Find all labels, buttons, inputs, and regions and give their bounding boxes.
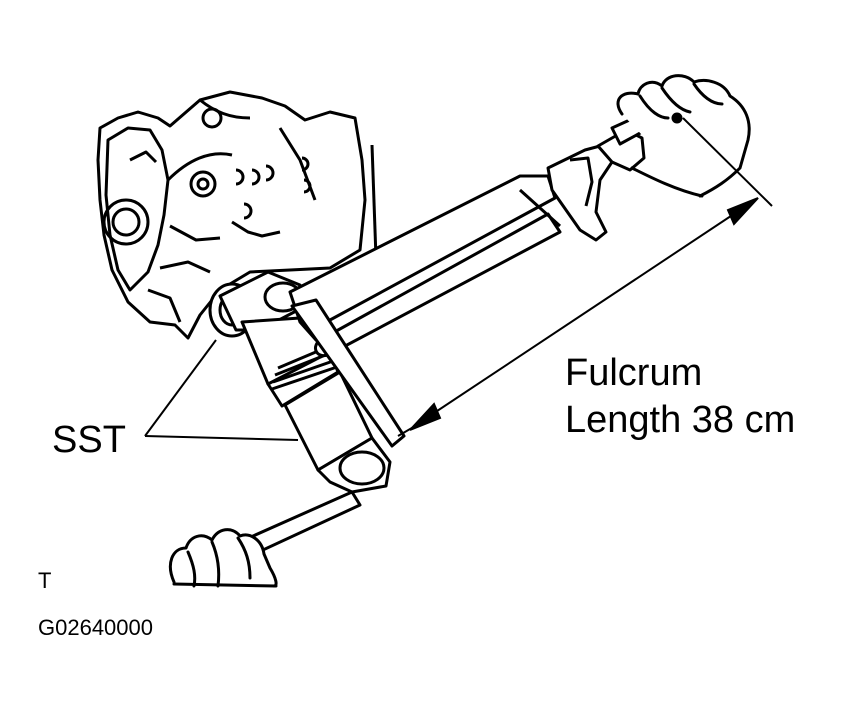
extension-line-right [682, 117, 773, 207]
view-marker: T [38, 568, 51, 593]
torque-wrench [288, 116, 646, 357]
sst-socket-assembly [208, 270, 392, 494]
fulcrum-bar [290, 298, 406, 448]
fulcrum-label-line2: Length 38 cm [565, 399, 795, 441]
transaxle-housing [96, 90, 378, 340]
fulcrum-label-line1: Fulcrum [565, 352, 702, 394]
figure-code: G02640000 [38, 615, 153, 640]
sst-leader-lines [144, 339, 299, 441]
arrowhead-right [726, 197, 759, 226]
lower-hand [169, 528, 278, 588]
fulcrum-dimension [397, 117, 773, 437]
dimension-line [415, 201, 753, 426]
sst-label: SST [52, 419, 126, 461]
arrowhead-left [409, 402, 442, 431]
upper-hand [616, 74, 751, 198]
